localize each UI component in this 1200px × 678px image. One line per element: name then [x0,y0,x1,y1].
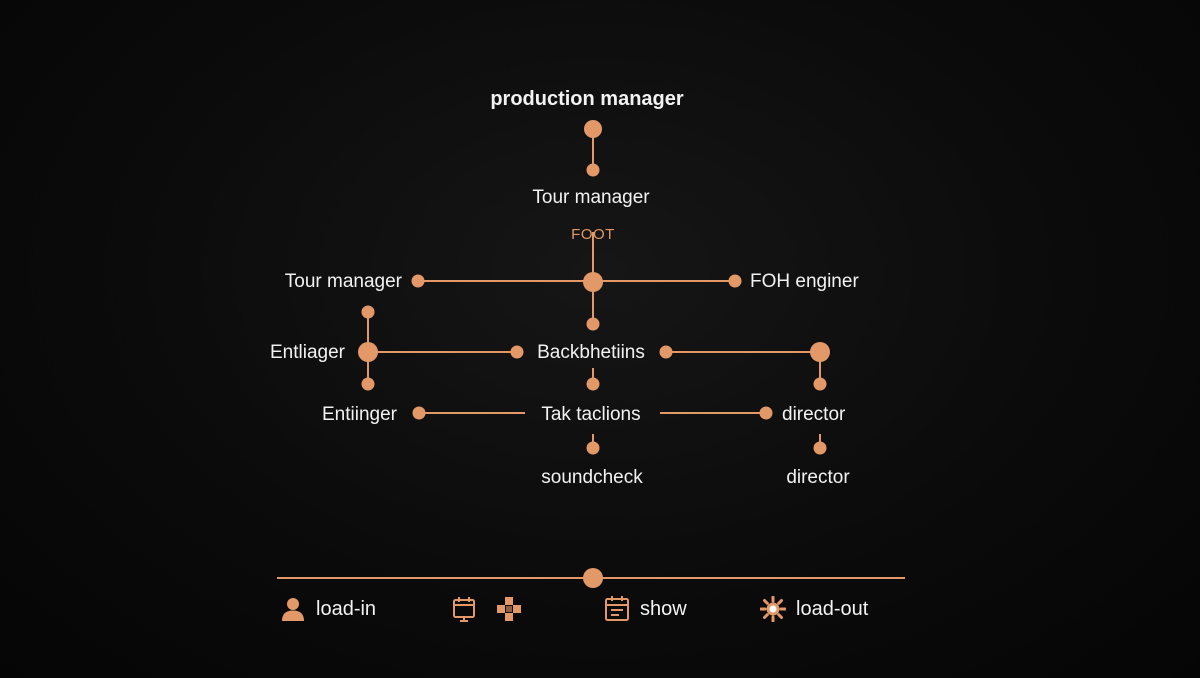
node-production-manager [584,120,602,138]
node-director-bottom [813,441,827,455]
timeline-item-load-out: load-out [760,596,868,622]
label-tour-manager-top: Tour manager [532,187,650,208]
node-director-right [759,406,773,420]
node-tour-manager-left [411,274,425,288]
node-right [810,342,830,362]
calendar-icon [604,596,630,622]
label-foh-engineer: FOH enginer [750,271,859,292]
timeline-marker [583,568,603,588]
label-entliager: Entliager [270,342,345,363]
label-director-bottom: director [786,467,850,488]
node-left-bottom [361,377,375,391]
timeline-label-load-out: load-out [796,597,869,620]
diagram-nodes [358,120,830,588]
label-entiinger: Entiinger [322,404,397,425]
node-soundcheck [586,441,600,455]
timeline-item-load-in: load-in [280,596,376,622]
node-backbhetiins-left [510,345,524,359]
timeline-item-monitor [451,596,477,622]
label-foot: FOOT [571,226,615,243]
node-right-mid [813,377,827,391]
node-center [583,272,603,292]
label-tak-taclions: Tak taclions [541,404,641,425]
node-entiinger [412,406,426,420]
node-tour-manager-top [586,163,600,177]
node-entliager [358,342,378,362]
calendar-monitor-icon [451,596,477,622]
person-icon [280,596,306,622]
node-backbhetiins-right [659,345,673,359]
timeline-item-blocks [496,596,522,622]
timeline-label-load-in: load-in [316,597,377,620]
node-foh-engineer [728,274,742,288]
timeline-item-show: show [604,596,687,622]
timeline-label-show: show [640,597,687,620]
node-left-top [361,305,375,319]
label-production-manager: production manager [490,88,684,110]
label-soundcheck: soundcheck [541,467,643,488]
node-center-lower [586,317,600,331]
label-tour-manager-left: Tour manager [284,271,402,292]
label-director-right: director [782,404,846,425]
sun-gear-icon [760,596,786,622]
cross-blocks-icon [496,596,522,622]
label-backbhetiins: Backbhetiins [537,342,645,363]
node-center-mid [586,377,600,391]
